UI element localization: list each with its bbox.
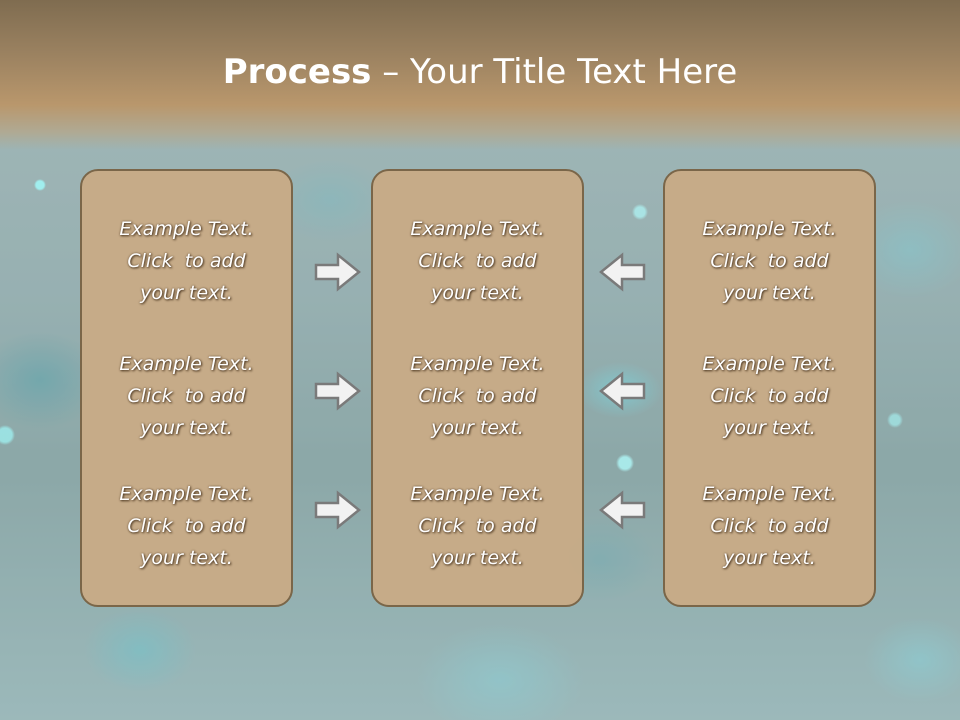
text-placeholder[interactable]: Example Text. Click to add your text. [82, 213, 291, 309]
text-line: Example Text. [410, 353, 545, 375]
text-line: Click to add [710, 385, 829, 407]
right-arrow-icon[interactable] [314, 252, 362, 292]
text-line: Example Text. [702, 483, 837, 505]
left-text-panel[interactable]: Example Text. Click to add your text. Ex… [80, 169, 293, 607]
text-line: your text. [431, 547, 524, 569]
text-line: Click to add [418, 515, 537, 537]
text-line: your text. [140, 282, 233, 304]
text-line: your text. [723, 282, 816, 304]
text-placeholder[interactable]: Example Text. Click to add your text. [82, 348, 291, 444]
text-line: your text. [431, 417, 524, 439]
left-arrow-icon[interactable] [598, 252, 646, 292]
text-line: your text. [140, 417, 233, 439]
text-line: Example Text. [119, 483, 254, 505]
text-line: Click to add [127, 250, 246, 272]
right-arrow-icon[interactable] [314, 371, 362, 411]
middle-text-panel[interactable]: Example Text. Click to add your text. Ex… [371, 169, 584, 607]
text-placeholder[interactable]: Example Text. Click to add your text. [82, 478, 291, 574]
text-placeholder[interactable]: Example Text. Click to add your text. [665, 213, 874, 309]
text-line: Click to add [710, 250, 829, 272]
text-placeholder[interactable]: Example Text. Click to add your text. [665, 478, 874, 574]
text-line: Click to add [127, 515, 246, 537]
text-line: Example Text. [119, 218, 254, 240]
slide-title[interactable]: Process – Your Title Text Here [0, 52, 960, 92]
text-line: Click to add [710, 515, 829, 537]
text-placeholder[interactable]: Example Text. Click to add your text. [373, 213, 582, 309]
right-arrow-icon[interactable] [314, 490, 362, 530]
text-line: Click to add [127, 385, 246, 407]
text-line: your text. [723, 547, 816, 569]
text-placeholder[interactable]: Example Text. Click to add your text. [665, 348, 874, 444]
text-line: Example Text. [410, 218, 545, 240]
title-rest-text: – Your Title Text Here [371, 52, 738, 92]
title-bold-text: Process [222, 52, 372, 92]
text-line: Click to add [418, 250, 537, 272]
text-line: your text. [140, 547, 233, 569]
text-line: Example Text. [410, 483, 545, 505]
text-line: your text. [723, 417, 816, 439]
text-line: Example Text. [702, 353, 837, 375]
left-arrow-icon[interactable] [598, 490, 646, 530]
text-line: Example Text. [702, 218, 837, 240]
text-line: your text. [431, 282, 524, 304]
text-line: Example Text. [119, 353, 254, 375]
text-placeholder[interactable]: Example Text. Click to add your text. [373, 478, 582, 574]
title-band [0, 0, 960, 150]
right-text-panel[interactable]: Example Text. Click to add your text. Ex… [663, 169, 876, 607]
left-arrow-icon[interactable] [598, 371, 646, 411]
text-placeholder[interactable]: Example Text. Click to add your text. [373, 348, 582, 444]
text-line: Click to add [418, 385, 537, 407]
